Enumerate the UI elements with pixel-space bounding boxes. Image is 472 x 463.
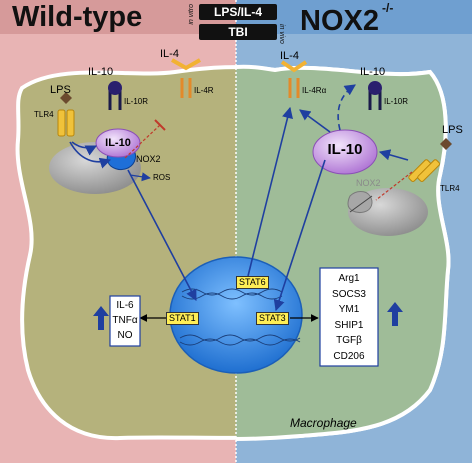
up-arrow-left-icon	[93, 306, 109, 330]
nox2-right-label: NOX2	[356, 178, 381, 188]
arrow-tlr4-to-il10	[71, 141, 98, 156]
macrophage-label: Macrophage	[290, 416, 357, 430]
inhibit-tlr4-nox2	[375, 171, 413, 201]
gene-right-6: CD206	[333, 350, 365, 362]
macrophage-cell-right	[236, 66, 449, 440]
arrow-nox2-to-stat1	[127, 169, 197, 301]
arrow-tlr4-to-nox2	[69, 141, 112, 169]
il4r-left-icon	[180, 78, 192, 98]
il4ra-right-label: IL-4Rα	[302, 86, 327, 95]
il4-right-ligand	[280, 60, 308, 73]
tlr4-left-bar1	[57, 109, 66, 137]
inhibit-bar-left	[154, 119, 166, 131]
arrow-il10-to-il4ra	[299, 109, 331, 133]
ros-label: ROS	[153, 173, 171, 182]
tlr4-left-bar2	[66, 109, 75, 137]
in-vivo-label: in vivo	[278, 24, 285, 44]
gene-left-3: NO	[117, 330, 133, 341]
arrow-il10-to-stat3	[273, 159, 326, 312]
arrow-nox2-to-ros	[129, 172, 151, 182]
dna-strand-4	[179, 338, 301, 346]
nox2-complex-right	[347, 191, 373, 213]
wildtype-header-band	[0, 0, 236, 34]
tlr4-left-label: TLR4	[34, 110, 54, 119]
il4-left-ligand	[171, 58, 201, 71]
gene-right-4: SHIP1	[334, 319, 364, 331]
il10-circle-right	[312, 129, 378, 175]
in-vitro-label: in vitro	[188, 4, 195, 25]
nox2-title-group: NOX2-/-	[300, 1, 393, 38]
il10-right-ligand	[368, 81, 382, 95]
il4-left-label: IL-4	[160, 48, 179, 60]
lps-il4-label: LPS/IL-4	[213, 5, 262, 19]
gene-right-2: SOCS3	[332, 288, 366, 300]
gene-right-3: YM1	[338, 304, 360, 315]
gene-right-1: Arg1	[338, 273, 360, 284]
lps-left-label: LPS	[50, 84, 71, 96]
stat6-badge: STAT6	[236, 276, 269, 289]
il10r-right-icon	[368, 90, 382, 110]
nox2-knockout-slash	[349, 195, 373, 213]
wildtype-title: Wild-type	[12, 1, 143, 33]
gene-box-right	[319, 267, 379, 367]
stat1-badge: STAT1	[166, 312, 199, 325]
macrophage-membrane-right	[235, 64, 451, 441]
gene-left-2: TNFα	[112, 315, 138, 326]
nox2-superscript: -/-	[381, 1, 394, 15]
il10-circle-right-label: IL-10	[327, 141, 363, 158]
il4r-left-label: IL-4R	[194, 86, 214, 95]
gene-left-1: IL-6	[116, 300, 134, 311]
nox2-left-label: NOX2	[136, 154, 161, 164]
il10r-right-label: IL-10R	[384, 97, 409, 106]
lps-il4-box	[199, 4, 277, 20]
gene-box-left	[109, 295, 141, 347]
il10-right-label: IL-10	[360, 66, 386, 78]
inhibit-il10-nox2	[124, 124, 161, 159]
gene-list-right: Arg1 SOCS3 YM1 SHIP1 TGFβ CD206	[320, 271, 378, 364]
dna-strand-3	[179, 334, 301, 342]
lps-right-label: LPS	[442, 124, 463, 136]
il10-left-label: IL-10	[88, 66, 114, 78]
il10r-left-label: IL-10R	[124, 97, 149, 106]
tlr4-right-label: TLR4	[440, 184, 460, 193]
lps-right-icon	[440, 138, 452, 150]
il10-circle-left-label: IL-10	[105, 137, 131, 149]
dna-strand-2	[181, 292, 283, 300]
tbi-box	[199, 24, 277, 40]
arrow-il10-to-il10r	[337, 84, 356, 131]
il10-left-ligand	[108, 81, 122, 95]
dna-strand-1	[181, 288, 283, 296]
gene-list-left: IL-6 TNFα NO	[110, 298, 140, 343]
il4-right-label: IL-4	[280, 50, 299, 62]
il10-circle-left	[95, 128, 141, 158]
stat3-badge: STAT3	[256, 312, 289, 325]
gene-right-5: TGFβ	[336, 335, 362, 346]
arrow-tlr4-to-il10	[378, 149, 409, 161]
nox2-title: NOX2	[300, 5, 379, 37]
arrow-il4ra-to-stat6	[247, 106, 293, 277]
tlr4-right-bar2	[417, 159, 440, 182]
lps-left-icon	[60, 92, 72, 104]
il4ra-right-icon	[288, 78, 300, 98]
il10r-left-icon	[108, 90, 122, 110]
tbi-label: TBI	[228, 25, 248, 39]
up-arrow-right-icon	[387, 302, 403, 326]
